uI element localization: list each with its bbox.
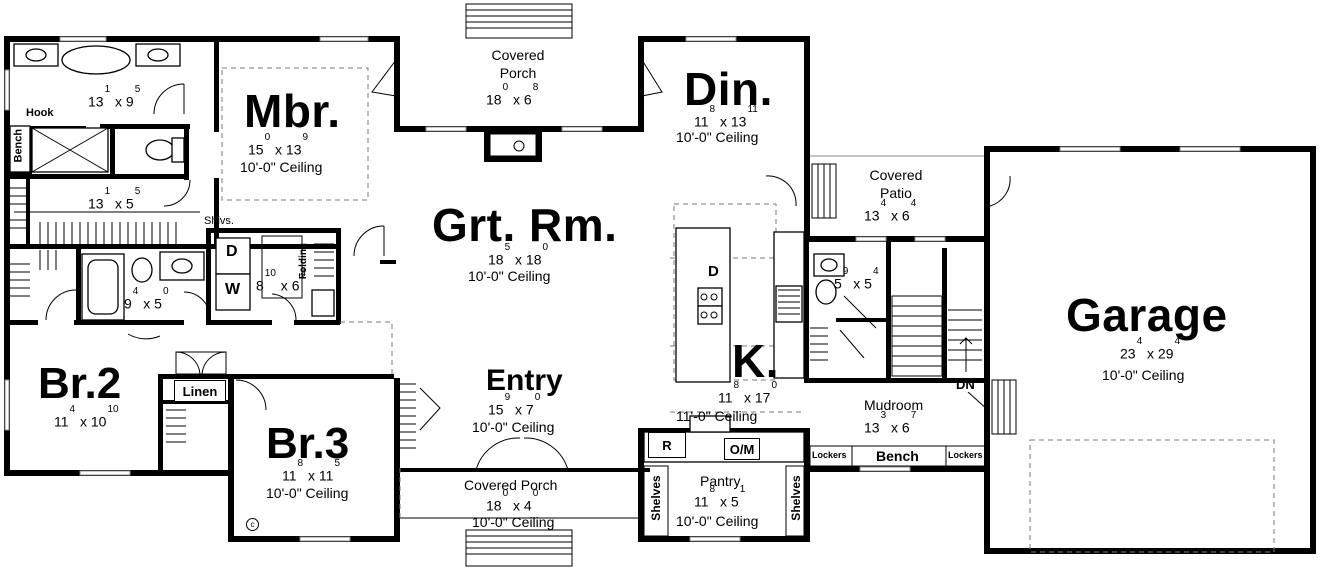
br2-dims: 114 x 1010 [54, 404, 119, 430]
pantry-ceiling: 10'-0" Ceiling [676, 513, 759, 529]
windows [4, 36, 1241, 542]
shelves-label-left: Shelves [649, 475, 663, 521]
pantry-name: Pantry [700, 473, 741, 489]
mudroom-dims: 133 x 67 [864, 410, 917, 436]
shelves-label-right: Shelves [789, 475, 803, 521]
lockers-label-left: Lockers [812, 450, 847, 460]
covered-porch-bottom-name: Covered Porch [464, 477, 558, 493]
mbr-dims: 150 x 139 [248, 132, 309, 158]
bench-small-label: Bench [12, 128, 25, 163]
grt-rm-name: Grt. Rm. [432, 199, 618, 251]
mudroom-name: Mudroom [864, 397, 924, 413]
fridge-label: R [648, 432, 686, 458]
washer-label: W [225, 281, 241, 298]
mcloset-dims: 131 x 55 [88, 186, 141, 212]
kitchen-ceiling: 11'-0" Ceiling [676, 408, 758, 424]
covered-porch-bottom-ceiling: 10'-0" Ceiling [472, 514, 555, 530]
mbr-name: Mbr. [244, 85, 341, 137]
dishwasher-label: D [708, 263, 719, 280]
garage-door [1029, 439, 1275, 553]
br2-name: Br.2 [38, 359, 122, 408]
kitchen-dims: 118 x 170 [718, 380, 778, 406]
br3-dims: 118 x 115 [282, 458, 340, 484]
entry-name: Entry [486, 364, 563, 397]
folding-label: Folding [298, 242, 309, 280]
br3-ceiling: 10'-0" Ceiling [266, 485, 349, 501]
garage-name: Garage [1066, 289, 1228, 341]
bath2-dims: 94 x 50 [124, 286, 169, 312]
pantry-dims: 118 x 51 [694, 484, 746, 510]
covered-patio-dims: 134 x 64 [864, 198, 917, 224]
grt-rm-dims: 185 x 180 [488, 242, 549, 268]
shlvs-label: Shlvs. [204, 215, 234, 227]
bench-label: Bench [876, 448, 919, 464]
covered-porch-bottom-dims: 180 x 40 [486, 488, 539, 514]
kitchen-island [643, 227, 805, 463]
front-steps-bottom [465, 529, 573, 567]
mbr-ceiling: 10'-0" Ceiling [240, 159, 323, 175]
dryer-label: D [226, 243, 238, 260]
doors[interactable] [45, 59, 1011, 471]
hook-label: Hook [26, 107, 54, 119]
lockers-label-right: Lockers [948, 450, 983, 460]
interior-walls [8, 42, 990, 474]
kitchen-name: K. [732, 335, 779, 387]
din-name: Din. [684, 63, 773, 115]
patio-steps [811, 163, 1017, 435]
garage-dims: 234 x 294 [1120, 336, 1181, 362]
covered-porch-top-dims: 180 x 68 [486, 82, 539, 108]
linen-label: Linen [174, 380, 226, 402]
stairs [891, 295, 982, 377]
bath-fixtures [13, 43, 845, 321]
front-steps-top [465, 3, 573, 39]
laundry-dims: 810 x 64 [256, 268, 307, 294]
powder-dims: 59 x 54 [834, 266, 879, 292]
oven-label: O/M [724, 438, 760, 460]
pantry-shelves [643, 465, 805, 537]
mbath-dims: 131 x 95 [88, 84, 141, 110]
mudroom-bench [809, 445, 989, 467]
dn-label: DN [956, 377, 975, 392]
br3-name: Br.3 [266, 419, 350, 468]
garage-ceiling: 10'-0" Ceiling [1102, 367, 1185, 383]
entry-ceiling: 10'-0" Ceiling [472, 419, 555, 435]
closet-rods [10, 187, 828, 449]
din-dims: 118 x 1311 [694, 104, 758, 130]
washer-dryer [215, 237, 251, 311]
copyright-icon: c [246, 518, 259, 531]
din-ceiling: 10'-0" Ceiling [676, 129, 759, 145]
grt-rm-ceiling: 10'-0" Ceiling [468, 268, 551, 284]
entry-dims: 159 x 70 [488, 392, 541, 418]
